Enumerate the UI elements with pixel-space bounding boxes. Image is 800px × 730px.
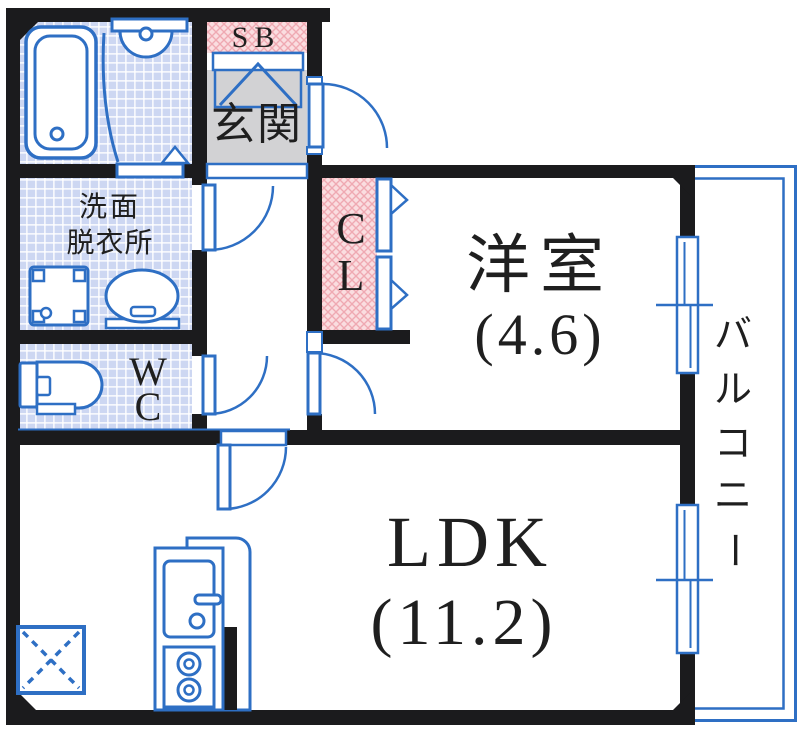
basin-icon xyxy=(104,268,181,330)
toilet-door xyxy=(201,354,269,416)
bathtub-icon xyxy=(24,25,98,160)
labels: SB 玄関 洗面 脱衣所 W C C L 洋室 (4.6) LDK (11.2)… xyxy=(66,21,754,659)
svg-text:ル: ル xyxy=(714,369,752,411)
doors xyxy=(115,76,409,511)
balcony-outer-line xyxy=(682,165,797,722)
label-western-room-area: (4.6) xyxy=(474,302,605,367)
label-closet-line2: L xyxy=(338,251,365,300)
folding-door-icon xyxy=(375,177,393,253)
western-room-door xyxy=(306,331,377,416)
shower-hinge-icon xyxy=(101,17,189,163)
balcony-inner-line xyxy=(695,177,785,710)
closet-folding-doors xyxy=(375,177,409,331)
room-entrance xyxy=(207,70,307,164)
window-western-room xyxy=(656,235,713,375)
folding-door-icon xyxy=(375,255,393,331)
door-swing-icon xyxy=(201,354,217,416)
washing-machine-icon xyxy=(28,265,90,327)
entrance-step xyxy=(205,162,309,180)
ldk-door xyxy=(216,429,288,511)
kitchen-unit-icon xyxy=(153,536,252,712)
label-ldk-area: (11.2) xyxy=(370,586,557,659)
door-swing-icon xyxy=(216,443,232,511)
svg-text:ニ: ニ xyxy=(714,475,752,517)
faucet-icon xyxy=(193,593,223,606)
label-washroom-line2: 脱衣所 xyxy=(66,227,153,259)
label-toilet-line1: W xyxy=(129,349,167,394)
label-western-room: 洋室 xyxy=(466,230,614,301)
refrigerator-space-icon xyxy=(16,625,86,695)
bath-partition-line xyxy=(101,32,120,163)
washroom-door xyxy=(201,183,275,252)
svg-text:コ: コ xyxy=(714,423,752,465)
room-closet xyxy=(322,178,377,330)
shoe-box-cabinet-icon xyxy=(211,51,305,109)
label-balcony: バ ル コ ニ ー xyxy=(712,314,754,569)
walls xyxy=(6,8,695,725)
door-swing-icon xyxy=(201,183,217,252)
label-washroom-line1: 洗面 xyxy=(79,191,141,223)
toilet-icon xyxy=(18,360,104,416)
entrance-door xyxy=(306,76,389,155)
label-shoe-box: SB xyxy=(232,21,281,54)
fixtures xyxy=(16,17,305,712)
label-entrance: 玄関 xyxy=(211,100,303,149)
bathroom-door xyxy=(115,145,191,179)
label-closet-line1: C xyxy=(336,204,365,253)
svg-text:ー: ー xyxy=(712,531,754,569)
door-swing-icon xyxy=(306,351,322,416)
window-ldk xyxy=(656,503,713,655)
svg-text:バ: バ xyxy=(714,314,752,356)
label-ldk: LDK xyxy=(387,502,553,582)
balcony-outline xyxy=(682,165,797,722)
room-shoe-box xyxy=(207,22,307,53)
label-toilet-line2: C xyxy=(135,384,162,429)
folding-door-icon xyxy=(115,162,185,179)
door-swing-icon xyxy=(307,82,325,149)
